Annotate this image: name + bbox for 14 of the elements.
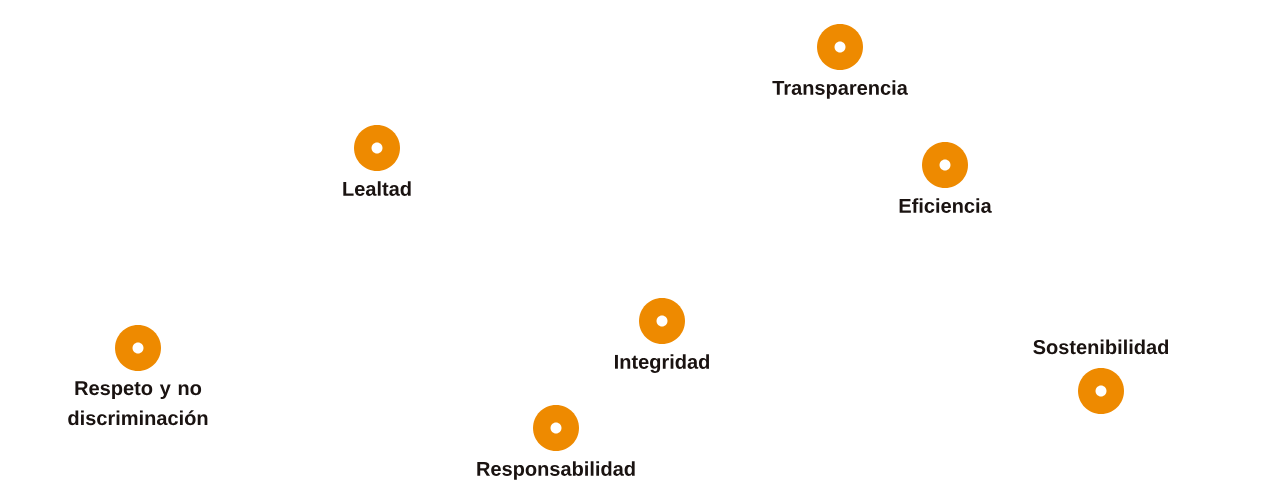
marker-circle bbox=[817, 24, 863, 70]
node-label: Sostenibilidad bbox=[1033, 339, 1169, 355]
node-label: Integridad bbox=[615, 354, 710, 373]
marker-circle bbox=[922, 142, 968, 188]
marker-circle bbox=[533, 405, 579, 451]
marker-circle bbox=[354, 125, 400, 171]
node-label: Transparencia bbox=[772, 80, 908, 99]
marker-circle bbox=[115, 325, 161, 371]
marker-circle bbox=[639, 298, 685, 344]
node-label: Respeto y no discriminación bbox=[68, 381, 208, 426]
marker-circle bbox=[1078, 368, 1124, 414]
node-label: Eficiencia bbox=[899, 198, 992, 213]
node-label: Responsabilidad bbox=[477, 461, 635, 480]
node-label: Lealtad bbox=[343, 181, 411, 196]
